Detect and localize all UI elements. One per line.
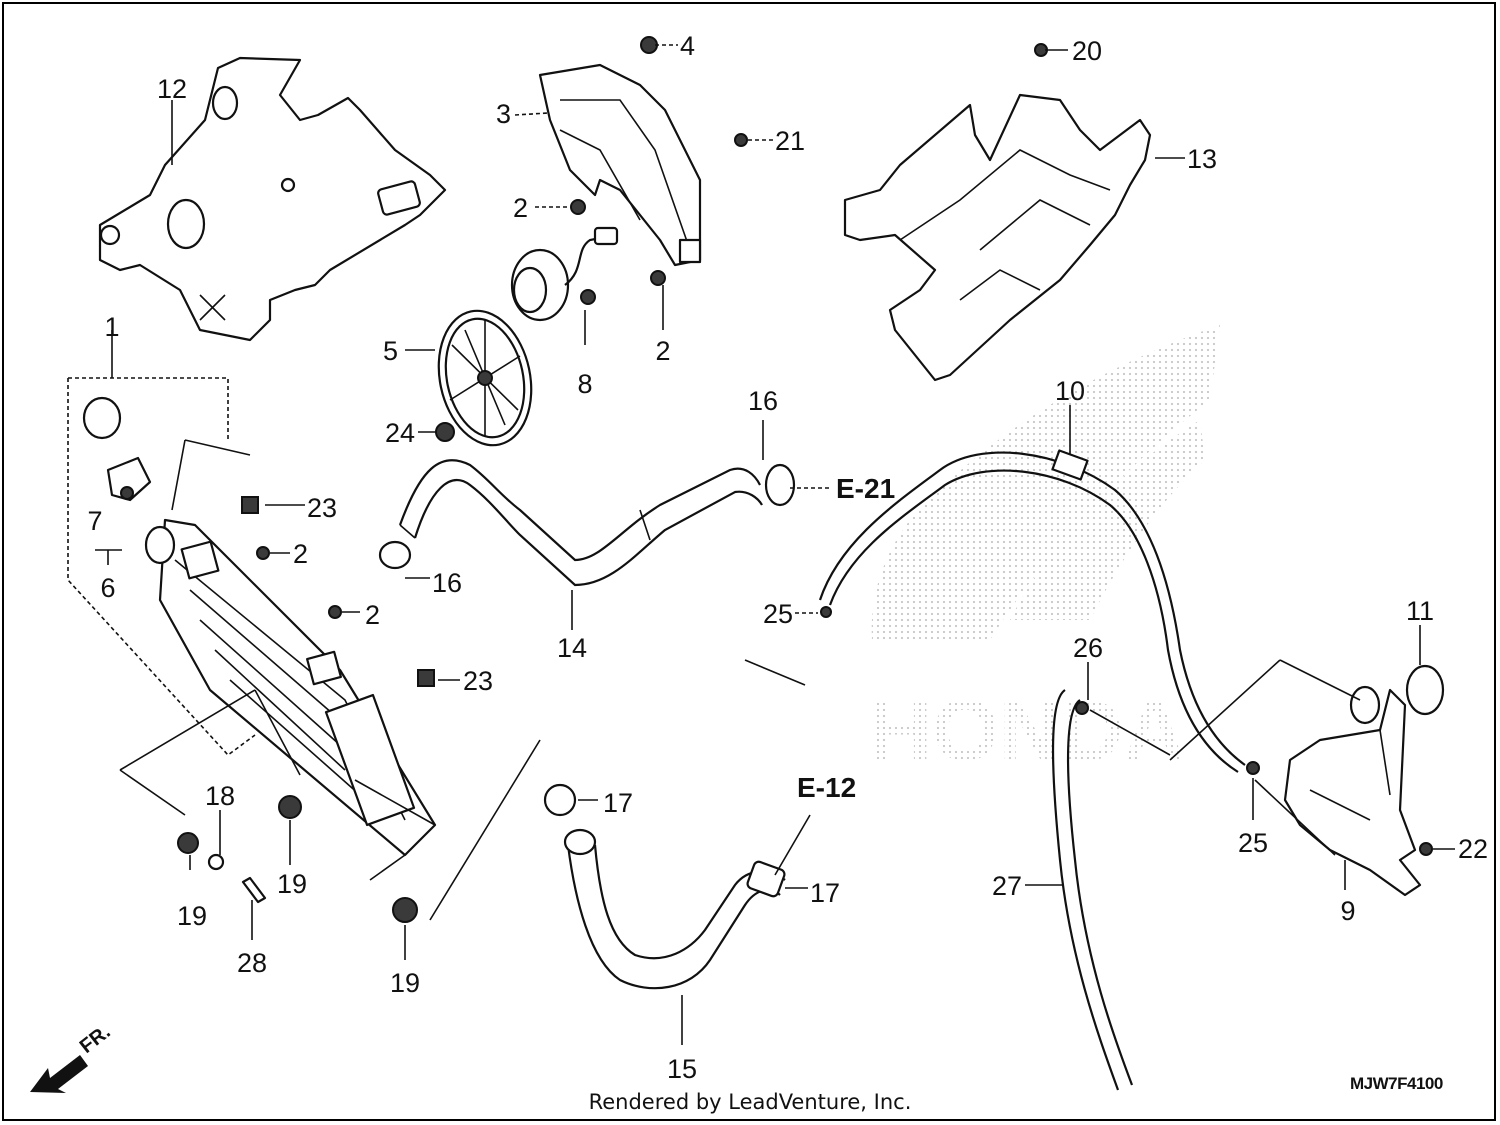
part-14-upper-hose bbox=[378, 459, 796, 587]
callout-25-upper: 25 bbox=[763, 599, 793, 629]
callout-24: 24 bbox=[385, 418, 415, 448]
callout-16-lower: 16 bbox=[432, 568, 462, 598]
callout-23-upper: 23 bbox=[307, 493, 337, 523]
callout-25-lower: 25 bbox=[1238, 828, 1268, 858]
callout-23-lower: 23 bbox=[463, 666, 493, 696]
callout-15: 15 bbox=[667, 1054, 697, 1084]
part-9-reserve-tank bbox=[1283, 685, 1422, 897]
callout-10: 10 bbox=[1055, 376, 1085, 406]
callout-2-rad-b: 2 bbox=[365, 600, 380, 630]
part-3-fan-shroud bbox=[538, 63, 702, 267]
ref-e21: E-21 bbox=[836, 473, 895, 504]
callout-1: 1 bbox=[104, 312, 119, 342]
callout-11: 11 bbox=[1406, 596, 1434, 626]
footer-credit: Rendered by LeadVenture, Inc. bbox=[588, 1090, 912, 1114]
watermark-text: HONDA bbox=[870, 683, 1185, 779]
part-8-fan-motor bbox=[510, 226, 619, 322]
part-27-tube bbox=[1051, 689, 1134, 1091]
part-10-tube bbox=[818, 449, 1246, 773]
fasteners bbox=[177, 36, 1433, 923]
part-13-guard bbox=[843, 93, 1152, 382]
callout-16-upper: 16 bbox=[748, 386, 778, 416]
callout-14: 14 bbox=[557, 633, 587, 663]
callout-27: 27 bbox=[992, 871, 1022, 901]
callout-7: 7 bbox=[87, 506, 102, 536]
section-references: E-21 E-12 bbox=[797, 473, 895, 803]
ref-e12: E-12 bbox=[797, 772, 856, 803]
callout-19-right: 19 bbox=[390, 968, 420, 998]
callout-22: 22 bbox=[1458, 834, 1488, 864]
part-11-cap bbox=[1405, 664, 1445, 716]
honda-wing-watermark: HONDA bbox=[870, 325, 1220, 779]
callout-17-lower: 17 bbox=[810, 878, 840, 908]
diagram-code: MJW7F4100 bbox=[1350, 1074, 1443, 1093]
callout-9: 9 bbox=[1340, 896, 1355, 926]
callout-13: 13 bbox=[1187, 144, 1217, 174]
front-label: FR. bbox=[76, 1021, 115, 1058]
front-direction-arrow: FR. bbox=[30, 1021, 115, 1093]
callout-8: 8 bbox=[577, 369, 592, 399]
callout-labels: 12 4 3 21 20 13 2 2 1 5 8 24 16 10 7 6 2… bbox=[87, 31, 1488, 1084]
callout-26: 26 bbox=[1073, 633, 1103, 663]
callout-2-rad-a: 2 bbox=[293, 539, 308, 569]
leader-lines bbox=[95, 44, 1455, 1045]
part-7-cap bbox=[82, 396, 122, 440]
callout-5: 5 bbox=[383, 336, 398, 366]
callout-6: 6 bbox=[100, 573, 115, 603]
callout-28: 28 bbox=[237, 948, 267, 978]
part-15-lower-hose bbox=[543, 783, 786, 990]
callout-19-mid: 19 bbox=[277, 869, 307, 899]
callout-3: 3 bbox=[496, 99, 511, 129]
callout-20: 20 bbox=[1072, 36, 1102, 66]
callout-2-fan-a: 2 bbox=[513, 193, 528, 223]
part-5-fan bbox=[437, 309, 533, 447]
callout-12: 12 bbox=[157, 74, 187, 104]
part-1-radiator bbox=[67, 377, 437, 881]
callout-2-fan-b: 2 bbox=[655, 336, 670, 366]
callout-18: 18 bbox=[205, 781, 235, 811]
part-6-plug bbox=[106, 456, 152, 502]
part-12-plate bbox=[98, 56, 447, 342]
callout-4: 4 bbox=[680, 31, 695, 61]
callout-21: 21 bbox=[775, 126, 805, 156]
callout-19-left: 19 bbox=[177, 901, 207, 931]
callout-17-upper: 17 bbox=[603, 788, 633, 818]
